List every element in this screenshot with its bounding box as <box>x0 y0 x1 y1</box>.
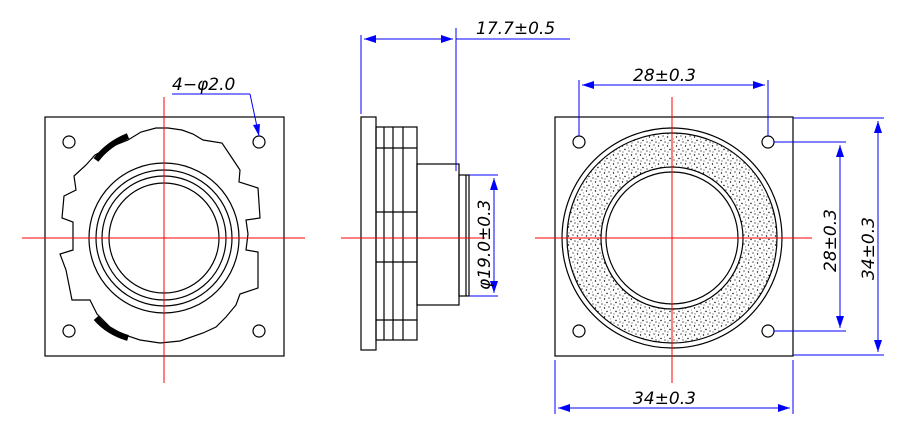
mounting-hole <box>62 135 76 149</box>
side-view-neck <box>458 174 470 297</box>
side-view-front-plate <box>360 116 377 351</box>
front-view-frame <box>554 116 794 357</box>
front-view <box>554 116 794 357</box>
side-view-basket <box>375 126 418 341</box>
terminal-lead <box>93 133 130 162</box>
mounting-hole <box>761 324 775 338</box>
body-height-label: 34±0.3 <box>859 217 879 280</box>
mounting-hole <box>572 135 586 149</box>
back-view-notched-ring <box>59 127 261 344</box>
hole-spacing-horizontal-label: 28±0.3 <box>633 66 696 86</box>
side-view-magnet <box>416 163 460 306</box>
mounting-hole <box>252 324 266 338</box>
mounting-hole <box>252 135 266 149</box>
side-view <box>360 116 470 351</box>
hole-callout-leader <box>172 93 260 137</box>
front-view-dimensions <box>554 80 884 414</box>
mounting-hole <box>761 135 775 149</box>
mounting-hole <box>62 324 76 338</box>
neck-diameter-label: φ19.0±0.3 <box>475 200 495 290</box>
hole-callout-label: 4−φ2.0 <box>172 75 235 95</box>
depth-dimension-label: 17.7±0.5 <box>476 19 555 39</box>
side-view-dimensions <box>360 28 570 297</box>
hole-spacing-vertical-label: 28±0.3 <box>821 209 841 272</box>
back-view-centerlines <box>22 97 305 383</box>
body-width-label: 34±0.3 <box>633 389 696 409</box>
front-view-centerlines <box>535 97 812 383</box>
mounting-hole <box>572 324 586 338</box>
terminal-lead <box>93 315 129 341</box>
